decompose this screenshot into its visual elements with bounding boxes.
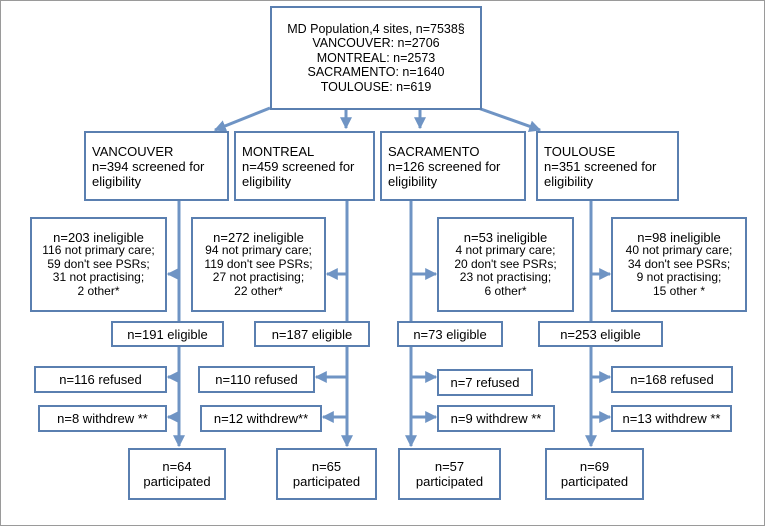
participated-count: n=65 — [311, 459, 342, 474]
population-line: VANCOUVER: n=2706 — [312, 36, 440, 51]
screened-count: n=459 screened for — [242, 158, 355, 174]
ineligible-box-toulouse: n=98 ineligible 40 not primary care; 34 … — [611, 217, 747, 312]
refused-label: n=168 refused — [630, 372, 714, 387]
withdrew-label: n=9 withdrew ** — [450, 411, 542, 426]
refused-box-sacramento: n=7 refused — [437, 369, 533, 396]
ineligible-line: 4 not primary care; — [455, 243, 556, 258]
participated-box-sacramento: n=57 participated — [398, 448, 501, 500]
eligible-box-vancouver: n=191 eligible — [111, 321, 224, 347]
refused-box-toulouse: n=168 refused — [611, 366, 733, 393]
ineligible-box-vancouver: n=203 ineligible 116 not primary care; 5… — [30, 217, 167, 312]
participated-label: participated — [560, 474, 629, 489]
site-name: VANCOUVER — [92, 143, 174, 159]
participated-count: n=57 — [434, 459, 465, 474]
ineligible-line: 9 not practising; — [636, 270, 722, 285]
population-line: SACRAMENTO: n=1640 — [307, 65, 445, 80]
screened-box-sacramento: SACRAMENTO n=126 screened for eligibilit… — [380, 131, 526, 201]
ineligible-line: 119 don't see PSRs; — [204, 256, 313, 271]
ineligible-box-montreal: n=272 ineligible 94 not primary care; 11… — [191, 217, 326, 312]
screened-box-montreal: MONTREAL n=459 screened for eligibility — [234, 131, 375, 201]
participated-count: n=64 — [162, 459, 192, 474]
ineligible-line: 40 not primary care; — [625, 243, 733, 258]
withdrew-label: n=8 withdrew ** — [57, 411, 148, 426]
participated-box-montreal: n=65 participated — [276, 448, 377, 500]
ineligible-box-sacramento: n=53 ineligible 4 not primary care; 20 d… — [437, 217, 574, 312]
screened-label: eligibility — [242, 173, 292, 189]
population-line: MD Population,4 sites, n=7538§ — [287, 21, 465, 36]
ineligible-line: n=98 ineligible — [637, 229, 721, 245]
eligible-box-sacramento: n=73 eligible — [397, 321, 503, 347]
eligible-label: n=191 eligible — [127, 326, 208, 342]
ineligible-line: 27 not practising; — [212, 270, 305, 285]
participated-label: participated — [292, 474, 361, 489]
ineligible-line: 31 not practising; — [52, 270, 145, 285]
eligible-box-toulouse: n=253 eligible — [538, 321, 663, 347]
ineligible-line: 59 don't see PSRs; — [47, 256, 150, 271]
ineligible-line: n=53 ineligible — [463, 229, 548, 245]
screened-label: eligibility — [92, 173, 142, 189]
eligible-label: n=187 eligible — [271, 326, 353, 342]
population-line: TOULOUSE: n=619 — [320, 79, 432, 94]
participated-box-vancouver: n=64 participated — [128, 448, 226, 500]
eligible-label: n=73 eligible — [413, 326, 487, 342]
screened-box-toulouse: TOULOUSE n=351 screened for eligibility — [536, 131, 679, 201]
population-box: MD Population,4 sites, n=7538§ VANCOUVER… — [270, 6, 482, 110]
refused-label: n=110 refused — [215, 372, 298, 387]
refused-box-montreal: n=110 refused — [198, 366, 315, 393]
screened-box-vancouver: VANCOUVER n=394 screened for eligibility — [84, 131, 229, 201]
ineligible-line: 34 don't see PSRs; — [627, 256, 731, 271]
withdrew-label: n=13 withdrew ** — [622, 411, 721, 426]
refused-label: n=116 refused — [59, 372, 142, 387]
ineligible-line: 22 other* — [234, 283, 283, 298]
site-name: MONTREAL — [242, 143, 315, 159]
arrow-pop-toulouse — [477, 106, 542, 133]
participated-box-toulouse: n=69 participated — [545, 448, 644, 500]
ineligible-line: 94 not primary care; — [205, 243, 312, 258]
screened-label: eligibility — [544, 173, 594, 189]
withdrew-box-toulouse: n=13 withdrew ** — [611, 405, 732, 432]
ineligible-line: 15 other * — [652, 283, 706, 298]
refused-box-vancouver: n=116 refused — [34, 366, 167, 393]
participated-label: participated — [143, 474, 211, 489]
population-line: MONTREAL: n=2573 — [316, 50, 436, 65]
screened-count: n=126 screened for — [388, 158, 501, 174]
ineligible-line: 6 other* — [484, 283, 527, 298]
ineligible-line: 116 not primary care; — [42, 243, 155, 258]
ineligible-line: 2 other* — [77, 283, 120, 298]
withdrew-box-sacramento: n=9 withdrew ** — [437, 405, 555, 432]
ineligible-line: n=272 ineligible — [213, 229, 304, 245]
participated-label: participated — [415, 474, 484, 489]
ineligible-line: n=203 ineligible — [53, 229, 144, 245]
screened-count: n=351 screened for — [544, 158, 657, 174]
withdrew-label: n=12 withdrew** — [213, 411, 309, 426]
withdrew-box-montreal: n=12 withdrew** — [200, 405, 322, 432]
refused-label: n=7 refused — [450, 375, 520, 390]
site-name: TOULOUSE — [544, 143, 616, 159]
participated-count: n=69 — [579, 459, 610, 474]
screened-label: eligibility — [388, 173, 438, 189]
screened-count: n=394 screened for — [92, 158, 205, 174]
ineligible-line: 20 don't see PSRs; — [454, 256, 557, 271]
eligible-box-montreal: n=187 eligible — [254, 321, 370, 347]
site-name: SACRAMENTO — [388, 143, 480, 159]
arrow-pop-vancouver — [213, 106, 271, 132]
eligible-label: n=253 eligible — [560, 326, 641, 342]
ineligible-line: 23 not practising; — [459, 270, 552, 285]
withdrew-box-vancouver: n=8 withdrew ** — [38, 405, 167, 432]
